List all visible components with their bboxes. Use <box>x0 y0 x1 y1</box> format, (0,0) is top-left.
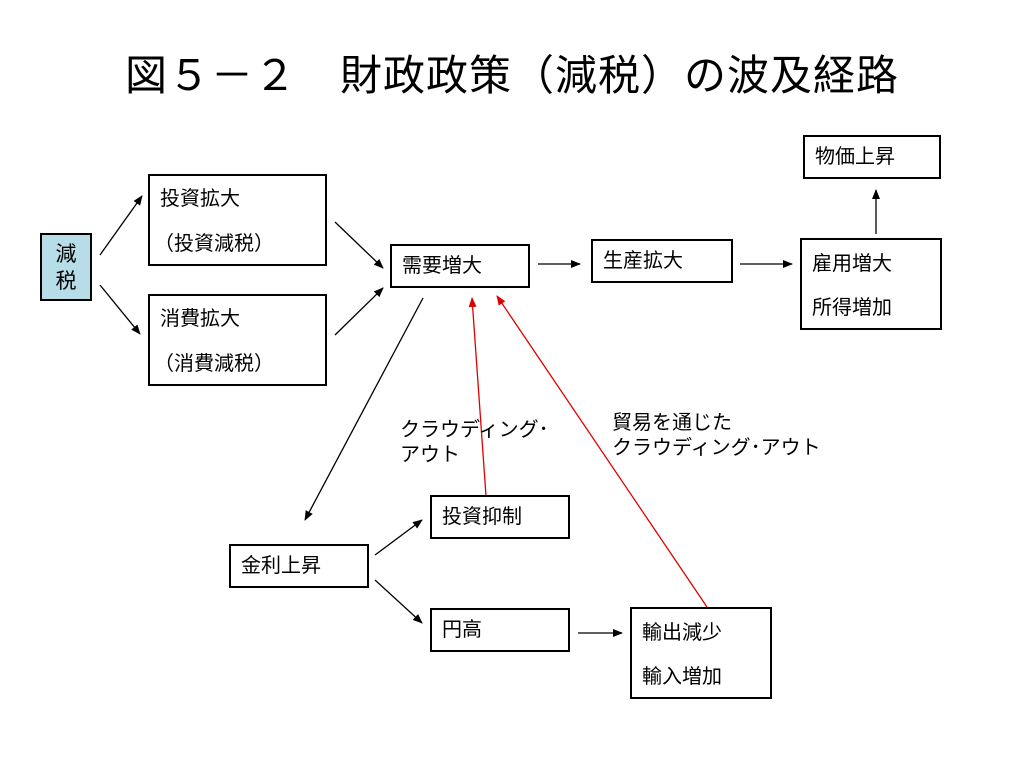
crowding-out-line-1: クラウディング･ <box>400 417 549 441</box>
tax-cut-text-2: 税 <box>55 269 77 293</box>
investment-expansion-text: 投資拡大 <box>160 186 240 210</box>
arrow-demand-to-interest <box>304 297 424 521</box>
employment-income-box: 雇用増大 所得増加 <box>800 238 942 330</box>
trade-crowding-out-line-1: 貿易を通じた <box>612 410 732 434</box>
slide-title: 図５－２ 財政政策（減税）の波及経路 <box>124 51 899 100</box>
arrow-interest-to-yen <box>374 579 423 624</box>
crowding-out-label: クラウディング･ アウト <box>400 417 549 467</box>
trade-crowding-out-label: 貿易を通じた クラウディング･アウト <box>612 410 821 460</box>
consumption-expansion-text: 消費拡大 <box>160 306 240 330</box>
trade-crowding-out-line-2: クラウディング･アウト <box>612 435 821 459</box>
yen-appreciation-text: 円高 <box>442 617 482 641</box>
consumption-expansion-box: 消費拡大 （消費減税） <box>148 294 327 386</box>
investment-tax-cut-text: （投資減税） <box>154 231 274 255</box>
employment-increase-text: 雇用増大 <box>812 251 892 275</box>
production-expansion-text: 生産拡大 <box>603 248 683 272</box>
arrow-interest-to-investment-restraint <box>374 519 423 556</box>
arrow-tax-to-investment <box>99 195 143 256</box>
price-rise-box: 物価上昇 <box>803 135 941 179</box>
investment-restraint-text: 投資抑制 <box>442 504 522 528</box>
yen-appreciation-box: 円高 <box>430 608 570 652</box>
investment-restraint-box: 投資抑制 <box>430 495 570 539</box>
demand-increase-box: 需要増大 <box>390 244 530 288</box>
arrow-consumption-to-demand <box>334 287 384 336</box>
investment-expansion-box: 投資拡大 （投資減税） <box>148 174 327 266</box>
tax-cut-text-1: 減 <box>55 242 77 266</box>
import-increase-text: 輸入増加 <box>642 664 722 688</box>
arrow-crowding-out <box>468 297 487 497</box>
demand-increase-text: 需要増大 <box>402 253 482 277</box>
crowding-out-line-2: アウト <box>400 442 460 466</box>
tax-cut-box: 減 税 <box>40 233 92 301</box>
arrow-trade-crowding-out <box>496 295 708 608</box>
production-expansion-box: 生産拡大 <box>591 239 733 283</box>
price-rise-text: 物価上昇 <box>815 144 895 168</box>
income-increase-text: 所得増加 <box>812 295 892 319</box>
interest-rate-rise-box: 金利上昇 <box>229 544 369 588</box>
consumption-tax-cut-text: （消費減税） <box>154 351 274 375</box>
arrow-investment-to-demand <box>334 221 384 269</box>
arrow-tax-to-consumption <box>99 284 141 335</box>
export-decrease-text: 輸出減少 <box>642 620 722 644</box>
export-import-box: 輸出減少 輸入増加 <box>630 607 772 699</box>
interest-rate-rise-text: 金利上昇 <box>241 553 321 577</box>
